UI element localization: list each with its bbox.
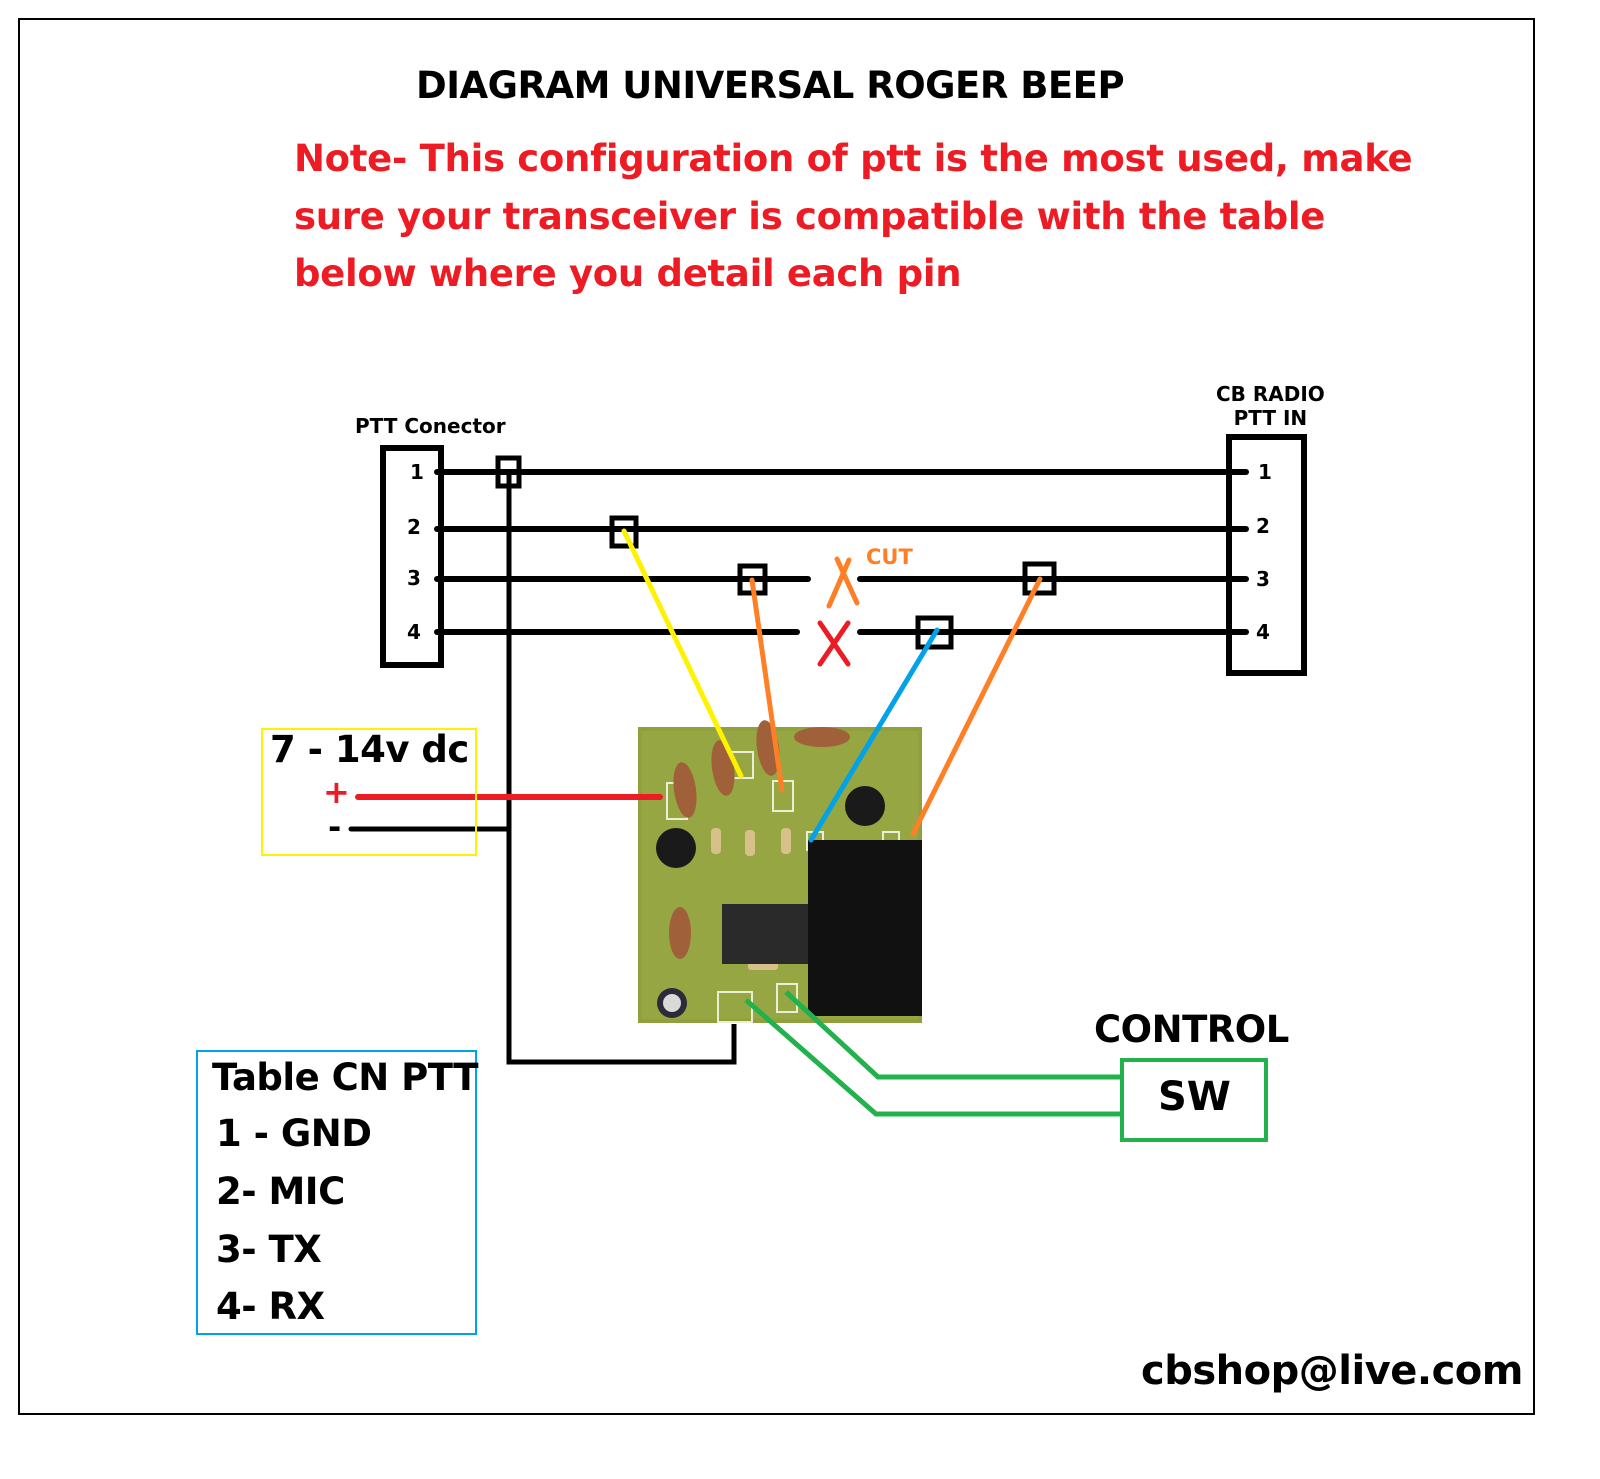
cb-pin-1: 1 xyxy=(1258,460,1272,484)
contact-email: cbshop@live.com xyxy=(1141,1348,1523,1394)
junction-pin3-radio xyxy=(1022,561,1057,596)
control-wire-2 xyxy=(744,998,1122,1117)
pin-table-row: 1 - GND xyxy=(216,1112,372,1155)
tx-wire-ptt xyxy=(749,577,785,793)
power-plus-sign: + xyxy=(323,773,350,811)
pin-table-row: 4- RX xyxy=(216,1285,325,1328)
note-line-3: below where you detail each pin xyxy=(294,252,962,295)
junction-pin2 xyxy=(609,515,639,549)
ptt-pin-3: 3 xyxy=(407,566,421,590)
pin-table-box xyxy=(196,1050,477,1335)
pin-table-title: Table CN PTT xyxy=(212,1056,479,1099)
gnd-wire xyxy=(506,472,737,1065)
cut-mark-rx xyxy=(817,620,851,667)
ptt-pin-4: 4 xyxy=(407,620,421,644)
note-text: Note- This configuration of ptt is the m… xyxy=(294,130,1414,303)
power-minus-sign: - xyxy=(328,808,342,846)
control-label: CONTROL xyxy=(1094,1008,1289,1051)
mic-wire xyxy=(621,528,744,779)
ptt-connector-box xyxy=(380,445,444,668)
cb-pin-2: 2 xyxy=(1256,514,1270,538)
note-line-1: Note- This configuration of ptt is the m… xyxy=(294,137,1413,180)
cb-radio-label-line1: CB RADIO xyxy=(1216,382,1325,406)
diagram-title: DIAGRAM UNIVERSAL ROGER BEEP xyxy=(416,64,1125,107)
junction-pin1 xyxy=(495,455,522,489)
ptt-connector-label: PTT Conector xyxy=(355,414,506,438)
power-voltage-label: 7 - 14v dc xyxy=(270,728,469,771)
power-input-box xyxy=(261,728,477,856)
ptt-pin-1: 1 xyxy=(410,460,424,484)
cb-radio-label: CB RADIO PTT IN xyxy=(1216,382,1325,430)
diagram-frame xyxy=(18,18,1535,1415)
cb-pin-3: 3 xyxy=(1256,567,1270,591)
note-line-2: sure your transceiver is compatible with… xyxy=(294,194,1326,238)
control-wire-1 xyxy=(784,990,1122,1080)
cut-mark-tx xyxy=(826,556,860,609)
cb-radio-label-line2: PTT IN xyxy=(1233,406,1308,430)
pin-table-row: 3- TX xyxy=(216,1228,322,1271)
cb-pin-4: 4 xyxy=(1256,620,1270,644)
pin-table-row: 2- MIC xyxy=(216,1170,345,1213)
switch-box xyxy=(1120,1058,1268,1142)
switch-label: SW xyxy=(1158,1074,1231,1120)
rx-wire xyxy=(808,627,940,843)
cut-label: CUT xyxy=(866,545,913,569)
tx-wire-radio xyxy=(910,576,1043,837)
ptt-pin-2: 2 xyxy=(407,515,421,539)
cb-radio-box xyxy=(1226,434,1307,676)
junction-pin4-radio xyxy=(915,615,954,650)
